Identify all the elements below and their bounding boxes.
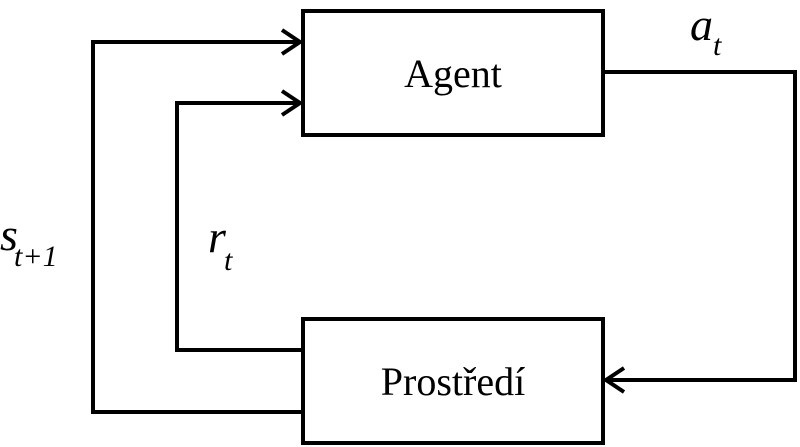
state-arrowhead (280, 28, 304, 56)
reward-arrowhead (280, 89, 304, 117)
state-symbol: s (0, 209, 18, 260)
reward-symbol: r (208, 211, 227, 262)
action-symbol: a (690, 0, 713, 50)
environment-node: Prostředí (301, 317, 605, 445)
action-connector (602, 70, 797, 394)
state-connector (91, 28, 304, 414)
reward-label: r t (208, 211, 233, 277)
reward-subscript: t (224, 244, 233, 277)
action-subscript: t (713, 29, 722, 62)
environment-box (301, 317, 605, 445)
environment-label: Prostředí (381, 359, 525, 404)
agent-node: Agent (301, 9, 605, 137)
state-subscript: t+1 (14, 240, 58, 273)
agent-box (301, 9, 605, 137)
reward-connector (175, 89, 304, 352)
action-label: a t (690, 0, 722, 62)
agent-label: Agent (404, 51, 502, 96)
action-arrowhead (602, 366, 626, 394)
state-label: s t+1 (0, 209, 58, 273)
